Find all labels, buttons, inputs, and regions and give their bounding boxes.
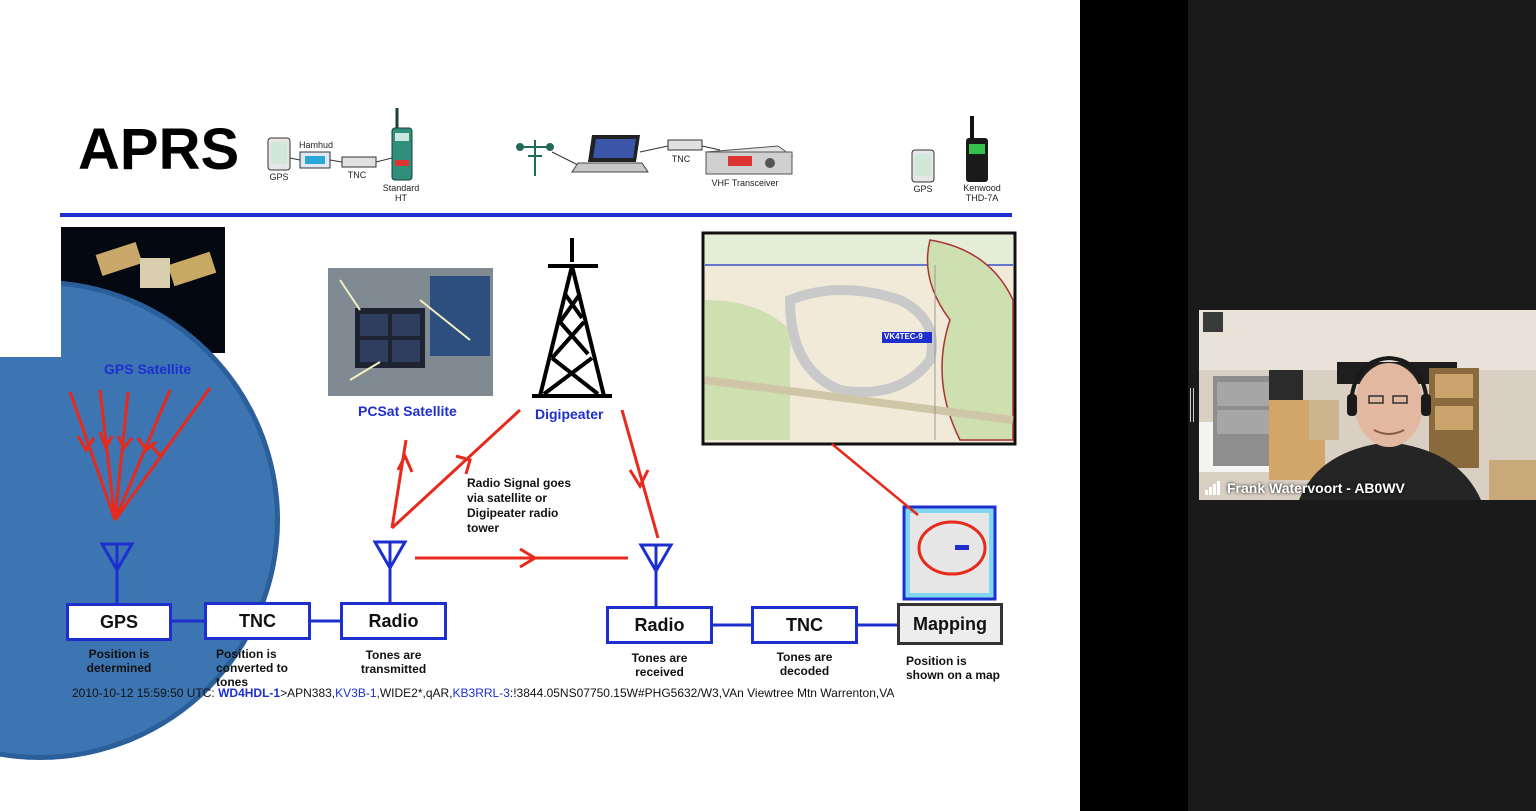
mapping-box: Mapping xyxy=(897,603,1003,645)
slide-title: APRS xyxy=(78,117,240,182)
packet-source: WD4HDL-1 xyxy=(218,686,281,700)
radio-right-box: Radio xyxy=(606,606,713,644)
tnc-left-caption: Position is converted to tones xyxy=(216,647,289,689)
tnc2-device-icon xyxy=(667,139,703,151)
radio-signal-arrows xyxy=(390,408,660,569)
weather-station-icon xyxy=(516,140,554,176)
laptop-icon xyxy=(571,135,649,173)
packet-path-b: ,WIDE2*,qAR, xyxy=(376,686,453,700)
signal-strength-icon xyxy=(1205,481,1220,495)
presentation-slide: APRS GPS Hamhud TNC Standard HT TNC VHF … xyxy=(0,0,1080,811)
map-callsign-label: VK4TEC-9 xyxy=(884,332,923,341)
header-gps-label: GPS xyxy=(269,172,289,182)
slide-graphics xyxy=(0,108,1017,760)
participant-name-bar: Frank Watervoort - AB0WV xyxy=(1199,476,1536,500)
vhf-transceiver-icon xyxy=(704,145,794,175)
packet-igate: KB3RRL-3 xyxy=(452,686,510,700)
digipeater-tower-icon xyxy=(532,238,612,398)
panel-resize-handle[interactable] xyxy=(1190,388,1194,422)
gps-caption: Position is determined xyxy=(86,647,152,675)
area-map-image xyxy=(701,231,1017,446)
packet-path-a: >APN383, xyxy=(280,686,336,700)
gps-satellite-label: GPS Satellite xyxy=(104,361,192,377)
header-tnc2-label: TNC xyxy=(671,154,691,164)
header-hamhud-label: Hamhud xyxy=(298,140,334,150)
packet-digi: KV3B-1 xyxy=(335,686,377,700)
radio-left-box: Radio xyxy=(340,602,447,640)
participant-name: Frank Watervoort - AB0WV xyxy=(1227,480,1405,496)
packet-payload: :!3844.05NS07750.15W#PHG5632/W3,VAn View… xyxy=(509,686,895,700)
map-connector-line xyxy=(831,443,919,516)
tnc-device-icon xyxy=(341,156,377,168)
header-vhf-label: VHF Transceiver xyxy=(711,178,779,188)
aprs-packet-line: 2010-10-12 15:59:50 UTC: WD4HDL-1>APN383… xyxy=(72,686,1032,700)
digipeater-label: Digipeater xyxy=(535,406,604,422)
pcsat-satellite-label: PCSat Satellite xyxy=(358,403,457,419)
pcsat-satellite-image xyxy=(328,268,493,396)
antenna-icons xyxy=(99,540,674,607)
participant-video-tile[interactable]: Frank Watervoort - AB0WV xyxy=(1199,310,1536,500)
header-standard-ht-label: Standard HT xyxy=(382,183,420,203)
radio-signal-note: Radio Signal goes via satellite or Digip… xyxy=(467,476,572,535)
mapping-inset-image xyxy=(902,505,997,601)
tnc-right-caption: Tones are decoded xyxy=(776,650,833,678)
gps-signal-arrows xyxy=(68,387,212,521)
screen-share-margin xyxy=(1080,0,1188,811)
box-connectors xyxy=(172,619,897,627)
mapping-caption: Position is shown on a map xyxy=(906,654,1001,682)
tnc-right-box: TNC xyxy=(751,606,858,644)
header-kenwood-label: Kenwood THD-7A xyxy=(963,183,1001,203)
header-tnc-label: TNC xyxy=(347,170,367,180)
packet-timestamp: 2010-10-12 15:59:50 UTC: xyxy=(72,686,219,700)
gps-box: GPS xyxy=(66,603,172,641)
participant-video-frame xyxy=(1199,310,1536,500)
tnc-left-box: TNC xyxy=(204,602,311,640)
radio-right-caption: Tones are received xyxy=(631,651,688,679)
radio-left-caption: Tones are transmitted xyxy=(360,648,427,676)
header-gps2-label: GPS xyxy=(913,184,933,194)
